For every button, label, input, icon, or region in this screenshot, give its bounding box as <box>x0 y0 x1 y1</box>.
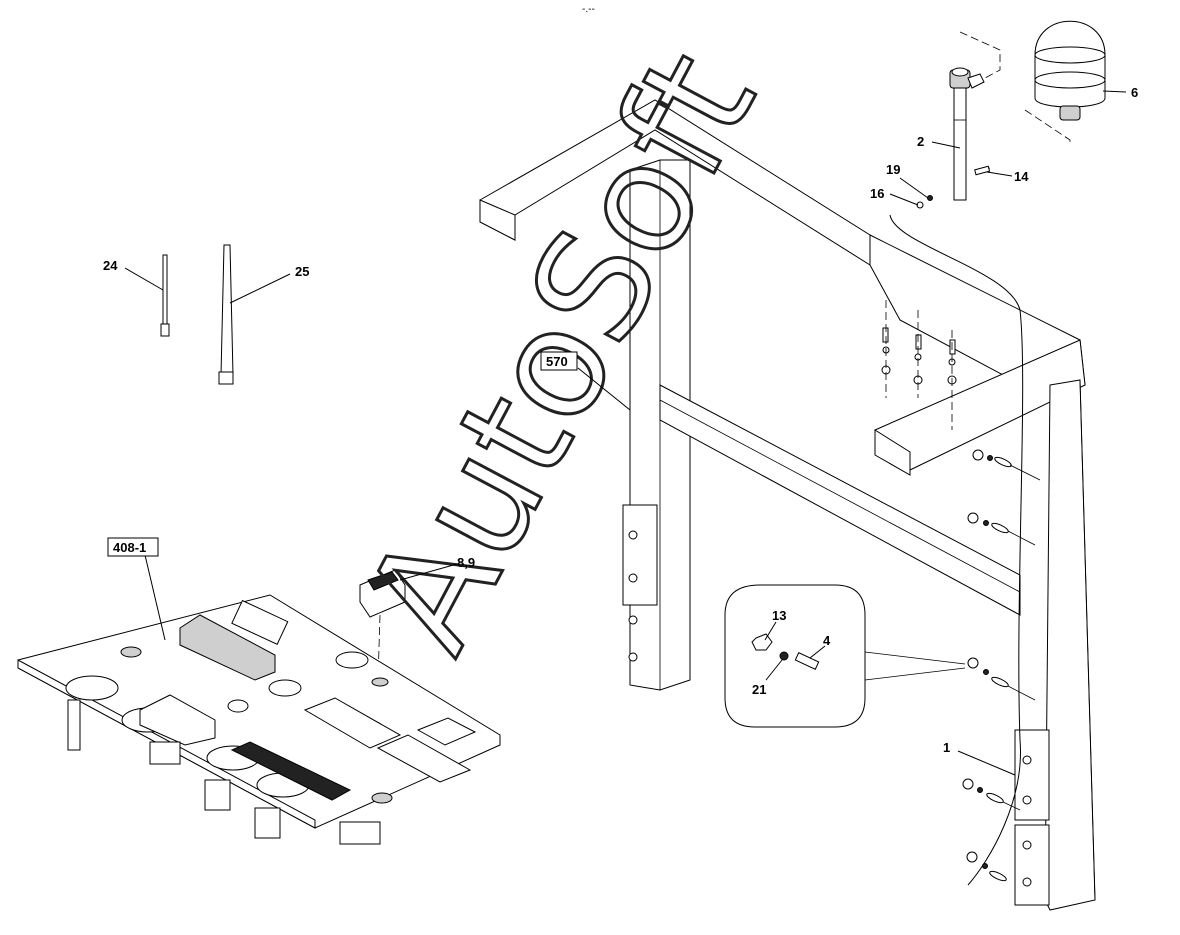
frame-570 <box>479 99 1096 911</box>
callout-16: 16 <box>870 186 884 201</box>
side-fasteners <box>962 449 1041 882</box>
beacon-lamp <box>1034 20 1106 108</box>
callout-2: 2 <box>917 134 924 149</box>
callout-25: 25 <box>295 264 309 279</box>
callout-13: 13 <box>772 608 786 623</box>
top-mark: -.-- <box>582 4 595 15</box>
ref-408-1-box <box>107 537 159 557</box>
frame-arm-end-cap <box>479 199 516 241</box>
ref-570: 570 <box>546 354 568 369</box>
leader-lines <box>124 90 1127 776</box>
switch-row-1 <box>303 697 402 749</box>
callout-19: 19 <box>886 162 900 177</box>
display-module <box>139 694 216 746</box>
frame-beam-end-cap <box>874 429 911 476</box>
connector-module <box>179 614 276 681</box>
frame-left-mount-plate <box>622 504 658 606</box>
callout-6: 6 <box>1131 85 1138 100</box>
callout-labels: 6 2 14 19 16 24 25 8,9 13 4 21 1 570 408… <box>103 85 1138 755</box>
callout-14: 14 <box>1014 169 1029 184</box>
rocker-switch <box>359 569 406 681</box>
cable-tie-24 <box>162 254 168 326</box>
beacon-assembly <box>916 20 1106 209</box>
frame-right-mount-plate-lower <box>1014 824 1050 906</box>
under-connector-4 <box>254 807 281 839</box>
wiring-harness <box>889 214 1024 886</box>
frame-cross-beam <box>659 384 1021 616</box>
switch-block-top <box>231 599 289 646</box>
ref-408-1: 408-1 <box>113 540 146 555</box>
callout-21: 21 <box>752 682 766 697</box>
callout-24: 24 <box>103 258 118 273</box>
cable-tie-25 <box>220 244 234 376</box>
under-connector-3 <box>204 779 231 811</box>
under-connector-2 <box>149 741 181 765</box>
washer-21 <box>779 651 789 661</box>
beacon-pole <box>953 69 967 201</box>
switch-row-3 <box>416 717 477 746</box>
detail-bubble-outline <box>724 584 866 728</box>
under-connector-1 <box>67 699 81 751</box>
fastener-detail-bubble <box>724 584 966 728</box>
callout-8-9: 8,9 <box>457 555 475 570</box>
switch-row-2 <box>376 734 472 783</box>
top-fasteners <box>881 300 957 430</box>
washer-19 <box>927 195 933 201</box>
gauge-1 <box>65 675 119 701</box>
indicator-strip <box>230 741 352 801</box>
start-button <box>335 651 369 669</box>
stud-4 <box>794 652 820 670</box>
dash-panel-408-1 <box>17 594 501 845</box>
under-connector-5 <box>339 821 381 845</box>
ref-570-box <box>540 351 578 371</box>
cable-ties <box>160 244 234 385</box>
nut-13 <box>751 633 773 651</box>
callout-4: 4 <box>823 633 831 648</box>
bolt-14 <box>974 165 991 176</box>
lamp-dashed-guide <box>959 31 1001 79</box>
ignition-key <box>268 679 302 697</box>
callout-1: 1 <box>943 740 950 755</box>
